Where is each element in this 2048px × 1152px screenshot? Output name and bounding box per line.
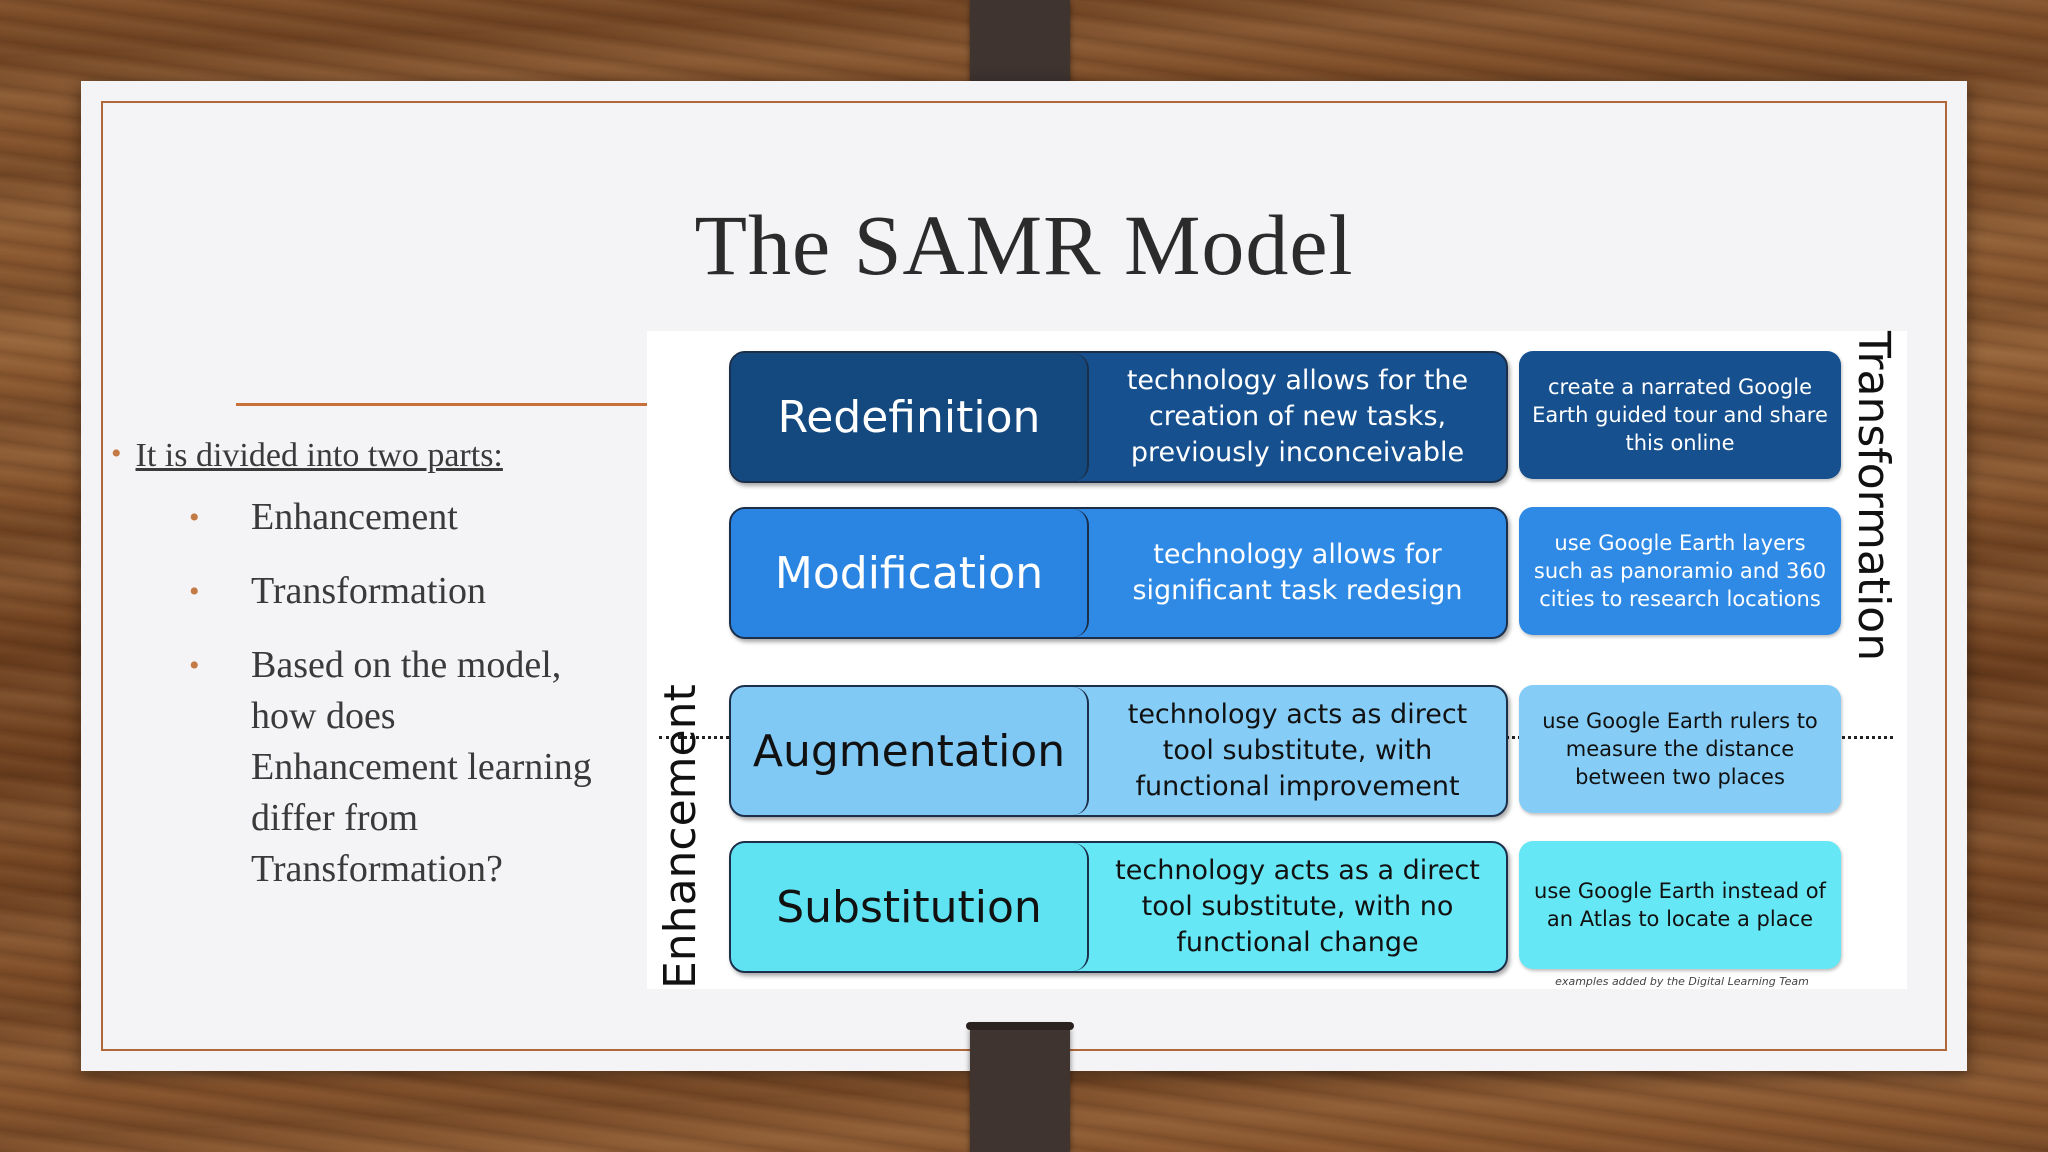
bullet-main: •It is divided into two parts: xyxy=(111,437,503,474)
example-modification: use Google Earth layers such as panorami… xyxy=(1519,507,1841,635)
level-redefinition: Redefinition technology allows for the c… xyxy=(729,351,1508,483)
level-name: Redefinition xyxy=(731,353,1089,481)
level-description: technology acts as a direct tool substit… xyxy=(1115,855,1480,958)
transformation-label: Transformation xyxy=(1848,331,1899,662)
level-substitution: Substitution technology acts as a direct… xyxy=(729,841,1508,973)
binder-clip-bottom xyxy=(966,1022,1074,1152)
samr-diagram: Redefinition technology allows for the c… xyxy=(647,331,1907,989)
level-name: Modification xyxy=(731,509,1089,637)
bullet-dot-icon: • xyxy=(189,575,200,608)
bullet-dot-icon: • xyxy=(189,649,200,682)
level-description: technology acts as direct tool substitut… xyxy=(1127,699,1468,802)
level-description: technology allows for the creation of ne… xyxy=(1126,365,1469,468)
level-name: Substitution xyxy=(731,843,1089,971)
slide-title: The SAMR Model xyxy=(694,197,1354,293)
enhancement-label: Enhancement xyxy=(655,684,706,989)
level-description: technology allows for significant task r… xyxy=(1132,539,1463,606)
level-augmentation: Augmentation technology acts as direct t… xyxy=(729,685,1508,817)
level-modification: Modification technology allows for signi… xyxy=(729,507,1508,639)
example-redefinition: create a narrated Google Earth guided to… xyxy=(1519,351,1841,479)
bullet-dot-icon: • xyxy=(189,501,200,534)
level-name: Augmentation xyxy=(731,687,1089,815)
example-substitution: use Google Earth instead of an Atlas to … xyxy=(1519,841,1841,969)
slide: The SAMR Model •It is divided into two p… xyxy=(81,81,1967,1071)
example-augmentation: use Google Earth rulers to measure the d… xyxy=(1519,685,1841,813)
bullet-dot-icon: • xyxy=(111,437,122,470)
credit-note: examples added by the Digital Learning T… xyxy=(1555,975,1809,988)
title-accent-line xyxy=(236,403,729,406)
